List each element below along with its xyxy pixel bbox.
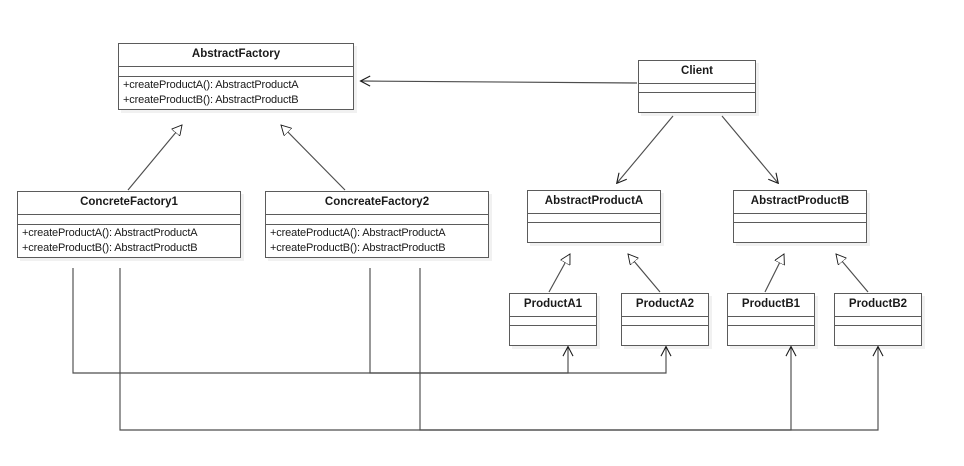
class-name-productb2: ProductB2 <box>835 294 921 317</box>
edge-generalization-concreatefactory2-abstractfactory <box>281 125 346 191</box>
edge-dependency-client-abstractfactory <box>361 81 638 83</box>
class-attributes-client <box>639 84 755 93</box>
operation-row: +createProductA(): AbstractProductA <box>22 227 198 239</box>
class-box-abstractproducta[interactable]: AbstractProductA <box>527 190 661 243</box>
operation-row: +createProductB(): AbstractProductB <box>22 241 198 254</box>
class-operations-abstractfactory: +createProductA(): AbstractProductA +cre… <box>119 77 353 109</box>
class-operations-client <box>639 93 755 112</box>
class-name-client: Client <box>639 61 755 84</box>
class-attributes-producta1 <box>510 317 596 326</box>
operation-row: +createProductB(): AbstractProductB <box>123 93 299 106</box>
edge-dependency-client-abstractproductb <box>721 115 778 183</box>
edge-generalization-producta1-abstractproducta <box>548 254 571 293</box>
class-box-producta1[interactable]: ProductA1 <box>509 293 597 346</box>
class-operations-abstractproducta <box>528 223 660 242</box>
class-name-productb1: ProductB1 <box>728 294 814 317</box>
class-box-concreatefactory2[interactable]: ConcreateFactory2 +createProductA(): Abs… <box>265 191 489 258</box>
class-operations-concretefactory1: +createProductA(): AbstractProductA +cre… <box>18 225 240 257</box>
class-name-abstractproductb: AbstractProductB <box>734 191 866 214</box>
class-attributes-productb1 <box>728 317 814 326</box>
edge-generalization-concretefactory1-abstractfactory <box>127 125 182 191</box>
edge-generalization-producta2-abstractproducta <box>628 254 661 293</box>
class-attributes-abstractproductb <box>734 214 866 223</box>
edge-generalization-productb2-abstractproductb <box>836 254 869 293</box>
class-attributes-concreatefactory2 <box>266 215 488 225</box>
class-box-client[interactable]: Client <box>638 60 756 113</box>
operation-row: +createProductB(): AbstractProductB <box>270 241 446 254</box>
class-operations-abstractproductb <box>734 223 866 242</box>
class-name-producta1: ProductA1 <box>510 294 596 317</box>
class-box-abstractfactory[interactable]: AbstractFactory +createProductA(): Abstr… <box>118 43 354 110</box>
class-operations-productb2 <box>835 326 921 345</box>
operation-row: +createProductA(): AbstractProductA <box>270 227 446 239</box>
edge-dependency-concretefactory1-producta1 <box>72 268 568 374</box>
edge-dependency-client-abstractproducta <box>617 115 674 183</box>
class-operations-producta1 <box>510 326 596 345</box>
class-box-productb1[interactable]: ProductB1 <box>727 293 815 346</box>
class-operations-productb1 <box>728 326 814 345</box>
class-attributes-abstractproducta <box>528 214 660 223</box>
class-operations-concreatefactory2: +createProductA(): AbstractProductA +cre… <box>266 225 488 257</box>
class-name-concreatefactory2: ConcreateFactory2 <box>266 192 488 215</box>
class-attributes-productb2 <box>835 317 921 326</box>
class-operations-producta2 <box>622 326 708 345</box>
operation-row: +createProductA(): AbstractProductA <box>123 79 299 91</box>
class-name-producta2: ProductA2 <box>622 294 708 317</box>
class-box-producta2[interactable]: ProductA2 <box>621 293 709 346</box>
class-name-abstractfactory: AbstractFactory <box>119 44 353 67</box>
edge-generalization-productb1-abstractproductb <box>764 254 784 293</box>
class-box-abstractproductb[interactable]: AbstractProductB <box>733 190 867 243</box>
class-box-productb2[interactable]: ProductB2 <box>834 293 922 346</box>
class-name-abstractproducta: AbstractProductA <box>528 191 660 214</box>
class-attributes-producta2 <box>622 317 708 326</box>
class-name-concretefactory1: ConcreteFactory1 <box>18 192 240 215</box>
class-attributes-concretefactory1 <box>18 215 240 225</box>
class-attributes-abstractfactory <box>119 67 353 77</box>
class-box-concretefactory1[interactable]: ConcreteFactory1 +createProductA(): Abst… <box>17 191 241 258</box>
